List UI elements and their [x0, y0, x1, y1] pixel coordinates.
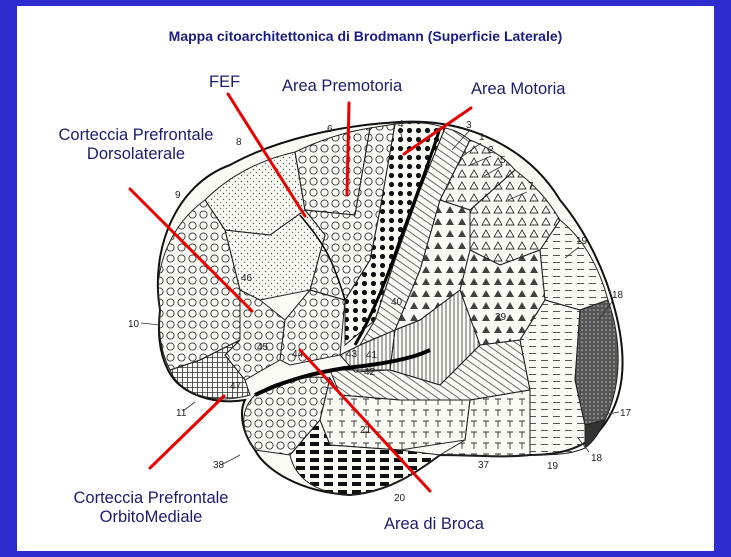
area-number-47: 47: [230, 381, 242, 392]
label-broca: Area di Broca: [384, 515, 484, 534]
area-number-20: 20: [394, 493, 406, 504]
label-fef: FEF: [209, 73, 240, 92]
label-ompfc: Corteccia Prefrontale OrbitoMediale: [52, 489, 250, 527]
area-number-1: 1: [479, 132, 485, 143]
area-number-43: 43: [346, 349, 358, 360]
area-number-46: 46: [241, 273, 253, 284]
label-dlpfc-line2: Dorsolaterale: [37, 145, 235, 164]
area-number-45: 45: [257, 342, 269, 353]
area-number-10: 10: [128, 319, 140, 330]
area-number-40: 40: [391, 297, 403, 308]
label-dlpfc: Corteccia Prefrontale Dorsolaterale: [37, 126, 235, 164]
area-number-39: 39: [495, 312, 507, 323]
area-number-18-lower: 18: [591, 453, 603, 464]
area-number-4: 4: [398, 119, 404, 130]
area-number-37: 37: [478, 460, 490, 471]
area-number-19-upper: 19: [576, 236, 588, 247]
pointer-ompfc: [150, 396, 224, 468]
label-ompfc-line2: OrbitoMediale: [52, 508, 250, 527]
area-number-17: 17: [620, 408, 632, 419]
area-number-18-upper: 18: [612, 290, 624, 301]
area-number-7: 7: [528, 181, 534, 192]
label-ompfc-line1: Corteccia Prefrontale: [52, 489, 250, 508]
label-premotor: Area Premotoria: [282, 77, 402, 96]
area-number-38: 38: [213, 460, 225, 471]
label-motor: Area Motoria: [471, 80, 565, 99]
area-number-3: 3: [466, 120, 472, 131]
area-number-41: 41: [366, 350, 378, 361]
pointer-premotor: [347, 103, 349, 195]
label-dlpfc-line1: Corteccia Prefrontale: [37, 126, 235, 145]
area-number-5: 5: [500, 155, 506, 166]
area-number-9: 9: [175, 190, 181, 201]
area-number-8: 8: [236, 137, 242, 148]
area-number-42: 42: [364, 367, 376, 378]
area-number-19-lower: 19: [547, 461, 559, 472]
area-number-2: 2: [488, 145, 494, 156]
area-number-6: 6: [327, 124, 333, 135]
area-17-region: [585, 420, 605, 448]
